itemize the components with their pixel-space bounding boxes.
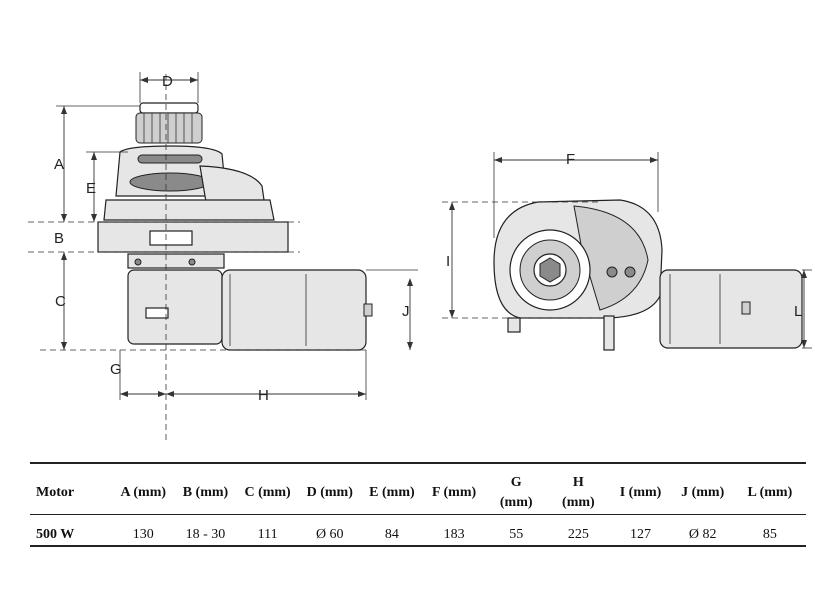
header-G: G (mm)	[485, 464, 547, 522]
capstan-drum	[135, 112, 203, 144]
cell-A: 130	[132, 527, 154, 542]
cell-E: 84	[384, 527, 399, 542]
header-B: B (mm)	[182, 485, 229, 500]
side-motor	[659, 269, 803, 349]
dim-label-J: J	[402, 303, 410, 320]
gearbox	[127, 269, 223, 345]
dim-label-G: G	[110, 361, 122, 378]
dim-label-A: A	[54, 156, 64, 173]
cell-H: 225	[567, 527, 589, 542]
header-D: D (mm)	[306, 485, 353, 500]
drum-cap	[139, 102, 199, 114]
dim-label-H: H	[258, 387, 269, 404]
dim-label-E: E	[86, 180, 96, 197]
motor-body	[221, 269, 367, 351]
gear-flange	[127, 253, 225, 269]
header-I: I (mm)	[619, 485, 662, 500]
cell-F: 183	[443, 527, 465, 542]
header-H-line1: H	[572, 475, 584, 490]
cell-G: 55	[509, 527, 524, 542]
cell-D: Ø 60	[315, 527, 344, 542]
motor-terminal	[363, 303, 373, 317]
header-C: C (mm)	[244, 485, 291, 500]
header-H: H (mm)	[547, 464, 609, 522]
header-H-line2: (mm)	[562, 495, 595, 510]
cell-L: 85	[762, 527, 777, 542]
cell-B: 18 - 30	[185, 527, 226, 542]
cell-motor: 500 W	[36, 527, 75, 542]
dimensions-table: Motor A (mm) B (mm) C (mm) D (mm) E (mm)…	[30, 464, 806, 548]
table-header-row: Motor A (mm) B (mm) C (mm) D (mm) E (mm)…	[30, 464, 806, 522]
dim-label-C: C	[55, 293, 66, 310]
header-F: F (mm)	[431, 485, 477, 500]
header-L: L (mm)	[747, 485, 793, 500]
dim-label-B: B	[54, 230, 64, 247]
dim-label-F: F	[566, 151, 575, 168]
header-J: J (mm)	[681, 485, 725, 500]
header-G-line1: G	[510, 475, 522, 490]
front-view: D A E B C J G H	[28, 72, 418, 440]
cell-J: Ø 82	[688, 527, 717, 542]
table-top-rule	[30, 462, 806, 464]
side-cover	[573, 205, 649, 311]
table-mid-rule	[30, 514, 806, 515]
header-E: E (mm)	[369, 485, 415, 500]
header-motor: Motor	[36, 485, 75, 500]
table-bottom-rule	[30, 545, 806, 547]
header-A: A (mm)	[120, 485, 167, 500]
side-view: F I L	[442, 151, 812, 351]
table-row: 500 W 130 18 - 30 111 Ø 60 84 183 55 225…	[30, 522, 806, 548]
dim-label-I: I	[446, 253, 450, 270]
dim-label-D: D	[162, 73, 173, 90]
cell-I: 127	[630, 527, 652, 542]
windlass-dimension-drawing: D A E B C J G H	[28, 72, 812, 440]
gearbox-slot	[145, 307, 169, 319]
cell-C: 111	[257, 527, 278, 542]
dim-label-L: L	[794, 303, 802, 320]
deck-plate	[97, 221, 289, 253]
header-G-line2: (mm)	[499, 495, 533, 510]
shaft-window	[149, 230, 193, 246]
upper-base	[103, 199, 275, 221]
